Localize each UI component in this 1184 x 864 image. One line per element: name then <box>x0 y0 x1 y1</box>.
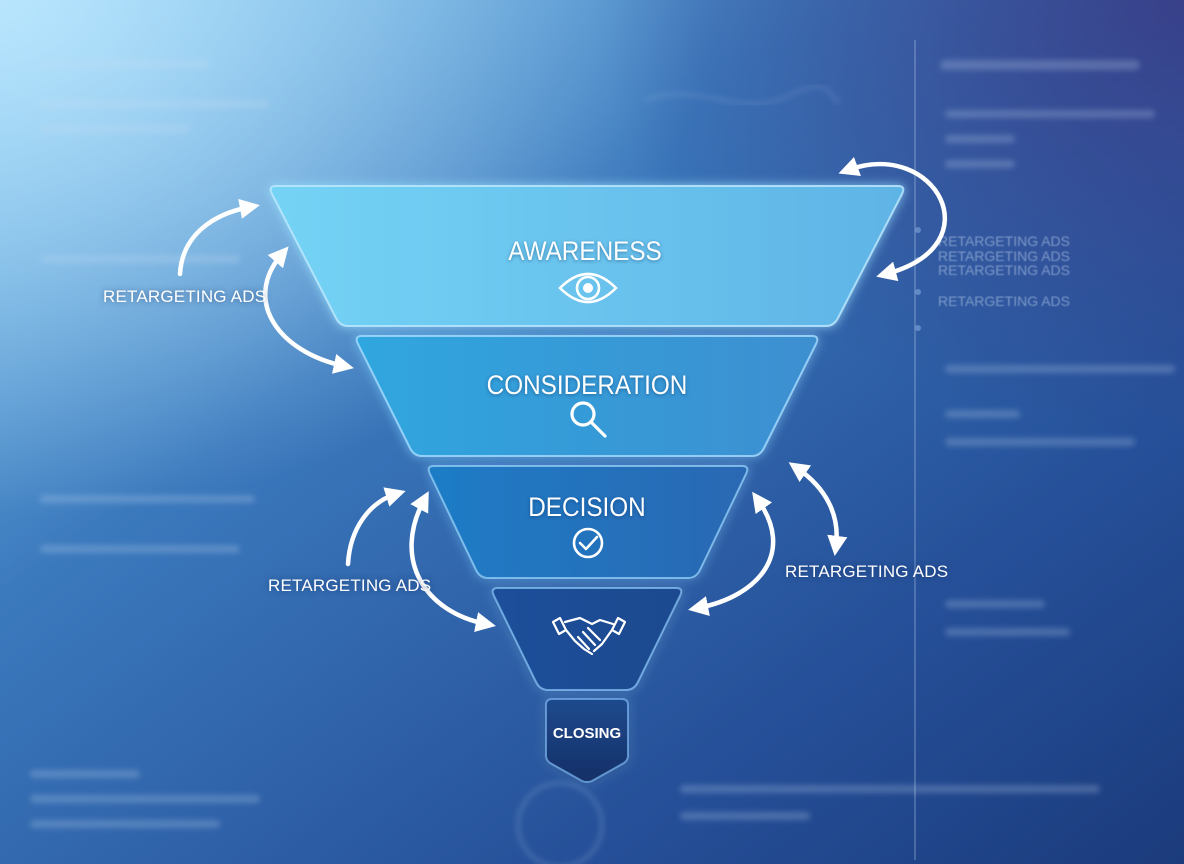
stage-title-decision: DECISION <box>528 492 646 522</box>
eye-icon <box>558 272 618 304</box>
stage-decision-shape <box>427 465 749 579</box>
retargeting-label-lower-right: RETARGETING ADS <box>785 562 949 581</box>
arrow-upper-left-loop <box>263 246 354 374</box>
retargeting-arrows <box>177 157 948 632</box>
retargeting-label-lower-left: RETARGETING ADS <box>268 576 432 595</box>
stage-title-closing: CLOSING <box>552 725 622 742</box>
magnifier-icon <box>570 401 607 438</box>
stage-closing-shape <box>545 698 629 783</box>
stage-title-awareness: AWARENESS <box>508 236 662 266</box>
check-circle-icon <box>572 527 604 559</box>
faded-text-4: RETARGETING ADS <box>938 293 1070 309</box>
retargeting-label-upper-left: RETARGETING ADS <box>103 287 267 306</box>
arrow-lower-left-loop <box>409 491 496 632</box>
arrow-upper-right-loop <box>838 157 948 282</box>
arrow-upper-left-outer <box>177 198 260 277</box>
stage-action-shape <box>491 587 683 691</box>
stage-title-consideration: CONSIDERATION <box>486 370 688 400</box>
faded-text-3: RETARGETING ADS <box>938 262 1070 278</box>
handshake-icon <box>551 616 627 656</box>
arrow-lower-left-outer <box>345 487 406 567</box>
stage-consideration-shape <box>355 335 819 457</box>
faded-text-2: RETARGETING ADS <box>938 248 1070 264</box>
arrow-lower-right-inner <box>688 491 776 617</box>
arrow-lower-right-outer <box>788 462 848 557</box>
stage-awareness-shape <box>269 185 905 327</box>
faded-text-1: RETARGETING ADS <box>938 233 1070 249</box>
